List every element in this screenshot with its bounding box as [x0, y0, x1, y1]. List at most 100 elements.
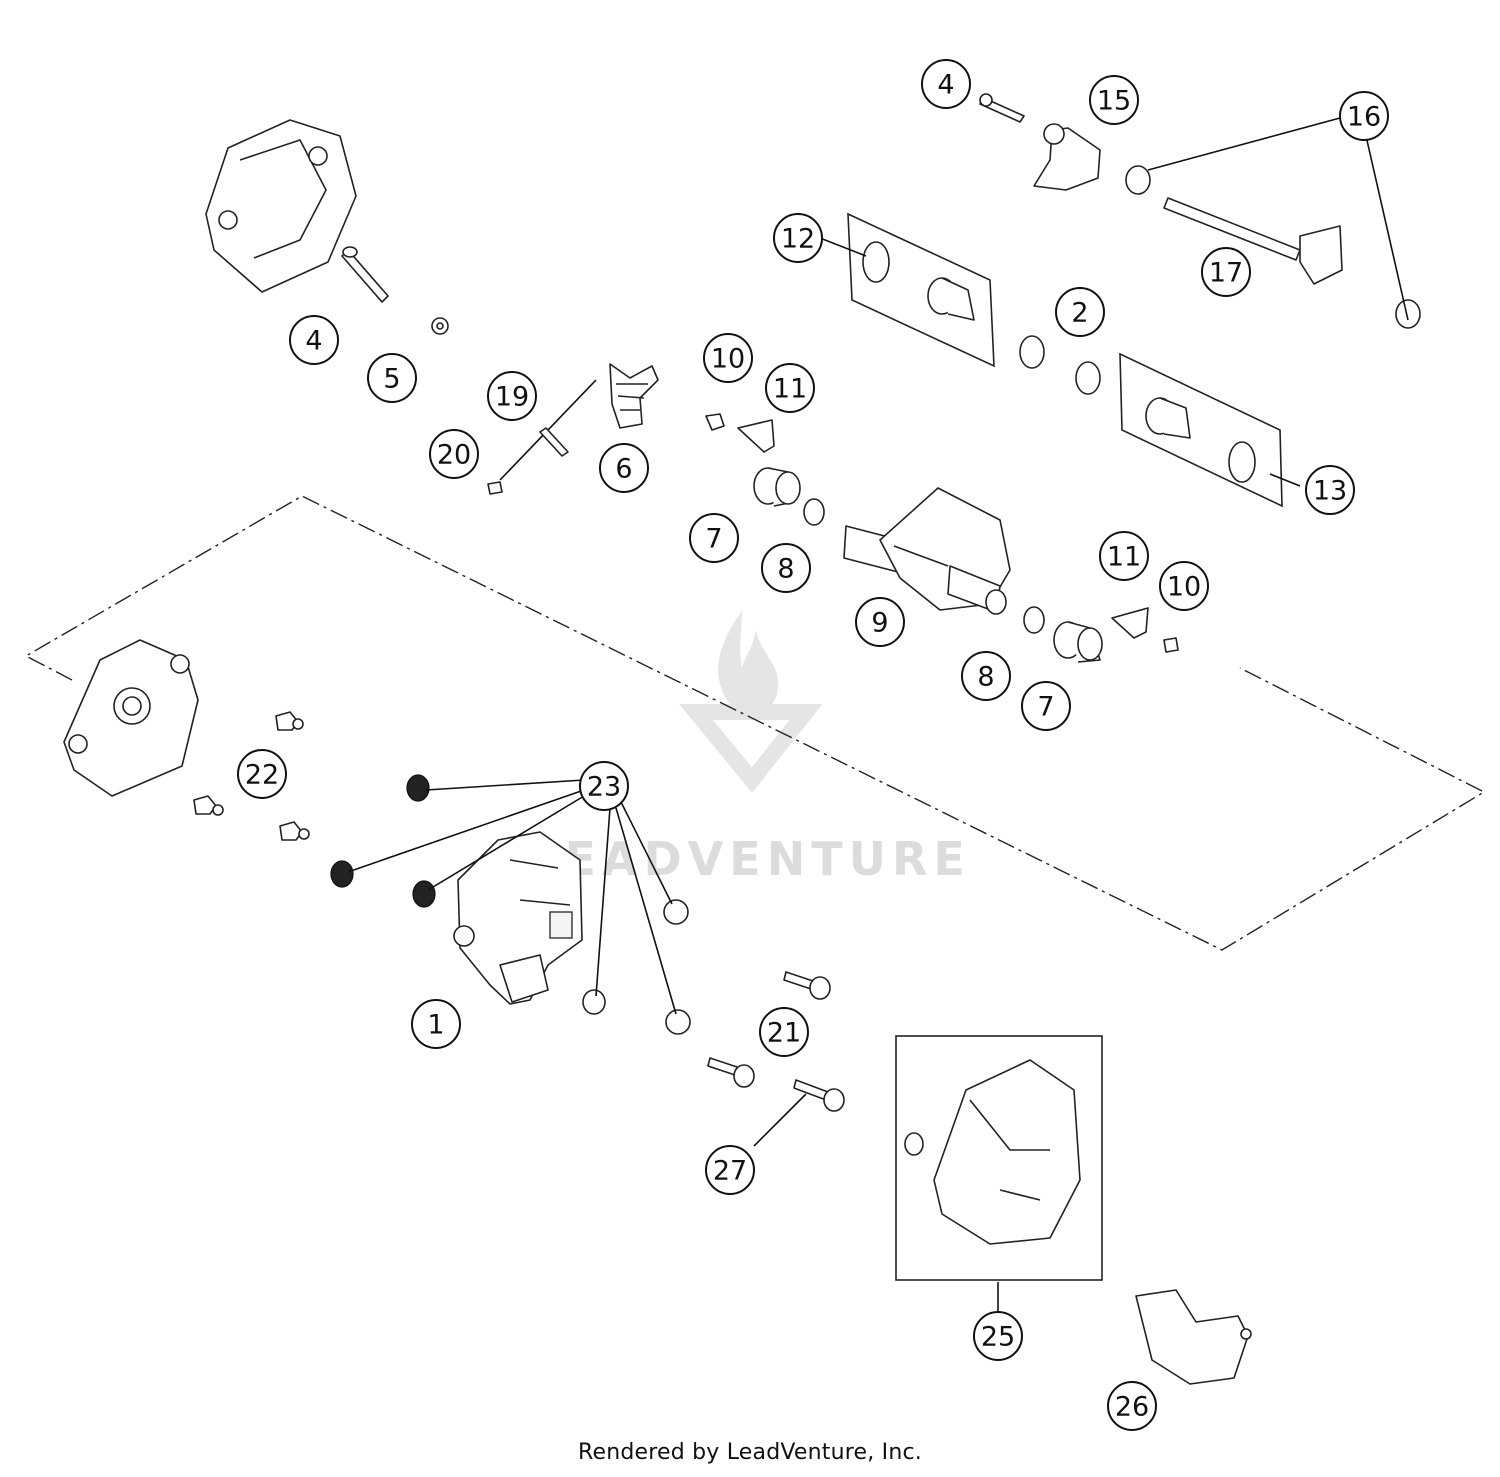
callout-circle	[759, 1007, 809, 1057]
watermark: LEADVENTURE	[529, 610, 971, 886]
callout-circle	[487, 371, 537, 421]
callout-8: 8	[761, 543, 811, 593]
callout-19: 19	[487, 371, 537, 421]
callout-circle	[1055, 287, 1105, 337]
callout-22: 22	[237, 749, 287, 799]
callout-circle	[921, 59, 971, 109]
callout-2: 2	[1055, 287, 1105, 337]
part-15-lever	[1033, 123, 1101, 191]
part-12-gear-bushing	[862, 241, 975, 321]
callout-circle	[689, 513, 739, 563]
callout-9: 9	[855, 597, 905, 647]
callout-number: 6	[615, 454, 632, 485]
part-11-plate-bottom	[1111, 607, 1149, 639]
callout-number: 2	[1071, 298, 1088, 329]
callout-number: 13	[1313, 476, 1347, 507]
callout-11: 11	[765, 363, 815, 413]
callout-circle	[961, 651, 1011, 701]
part-13-group-box	[1119, 352, 1283, 508]
callout-13: 13	[1305, 465, 1355, 515]
footer-credit: Rendered by LeadVenture, Inc.	[578, 1440, 922, 1465]
callout-21: 21	[759, 1007, 809, 1057]
callout-number: 12	[781, 224, 815, 255]
part-10-screw-bottom	[1163, 637, 1179, 653]
part-25-group-box	[895, 1035, 1103, 1281]
callout-circle	[705, 1145, 755, 1195]
callout-number: 5	[383, 364, 400, 395]
callout-4: 4	[289, 315, 339, 365]
callout-10: 10	[703, 333, 753, 383]
callout-10: 10	[1159, 561, 1209, 611]
part-5-washer	[431, 317, 449, 335]
part-16-bushings	[1125, 165, 1421, 329]
part-19-spring	[499, 379, 597, 481]
part-8-ring-bottom	[1023, 606, 1045, 634]
callout-circle	[1089, 75, 1139, 125]
callout-17: 17	[1201, 247, 1251, 297]
callout-circle	[237, 749, 287, 799]
callout-circle	[1339, 91, 1389, 141]
watermark-text: LEADVENTURE	[529, 832, 971, 886]
callout-number: 17	[1209, 258, 1243, 289]
callout-number: 10	[711, 344, 745, 375]
callout-circle	[429, 429, 479, 479]
callout-circle	[1107, 1381, 1157, 1431]
leader-lines	[347, 117, 1409, 1316]
callout-26: 26	[1107, 1381, 1157, 1431]
part-2-rings	[1019, 335, 1101, 395]
callout-25: 25	[973, 1311, 1023, 1361]
part-9-shaft	[843, 487, 1011, 615]
callout-circle	[1305, 465, 1355, 515]
callout-number: 22	[245, 760, 279, 791]
callout-number: 19	[495, 382, 529, 413]
part-12-group-box	[847, 212, 995, 368]
callout-27: 27	[705, 1145, 755, 1195]
part-27-bolt	[793, 1079, 845, 1112]
part-13-gear-bushing	[1145, 397, 1256, 483]
callout-circle	[411, 999, 461, 1049]
callout-circle	[1201, 247, 1251, 297]
callout-circle	[1159, 561, 1209, 611]
callout-4: 4	[921, 59, 971, 109]
assembly-boundary	[24, 495, 1486, 951]
callout-7: 7	[689, 513, 739, 563]
part-7-bushing-bottom	[1053, 621, 1103, 663]
callout-11: 11	[1099, 531, 1149, 581]
callout-number: 7	[1037, 692, 1054, 723]
part-17-shaft	[1163, 197, 1343, 285]
part-25-cover	[904, 1059, 1081, 1245]
callout-circle	[599, 443, 649, 493]
callout-number: 11	[773, 374, 807, 405]
callout-circle	[765, 363, 815, 413]
callout-12: 12	[773, 213, 823, 263]
part-7-bushing-top	[753, 467, 801, 507]
callout-number: 8	[777, 554, 794, 585]
callout-circle	[973, 1311, 1023, 1361]
part-21-bolts	[707, 971, 831, 1088]
callout-23: 23	[579, 761, 629, 811]
part-6-selector	[609, 363, 659, 429]
callout-number: 16	[1347, 102, 1381, 133]
callout-circle	[579, 761, 629, 811]
part-4-bolt-left	[341, 246, 389, 303]
callout-circle	[855, 597, 905, 647]
callout-number: 25	[981, 1322, 1015, 1353]
callout-number: 4	[937, 70, 954, 101]
callout-number: 9	[871, 608, 888, 639]
callout-5: 5	[367, 353, 417, 403]
callout-number: 4	[305, 326, 322, 357]
callout-20: 20	[429, 429, 479, 479]
callout-circle	[773, 213, 823, 263]
cover-top-left	[205, 119, 357, 293]
part-4-bolt-top	[979, 93, 1025, 123]
part-8-ring-top	[803, 498, 825, 526]
callout-6: 6	[599, 443, 649, 493]
callout-7: 7	[1021, 681, 1071, 731]
callout-number: 10	[1167, 572, 1201, 603]
callout-number: 8	[977, 662, 994, 693]
part-26-cover	[1135, 1289, 1252, 1385]
callout-circle	[703, 333, 753, 383]
part-11-plate-top	[737, 419, 775, 453]
